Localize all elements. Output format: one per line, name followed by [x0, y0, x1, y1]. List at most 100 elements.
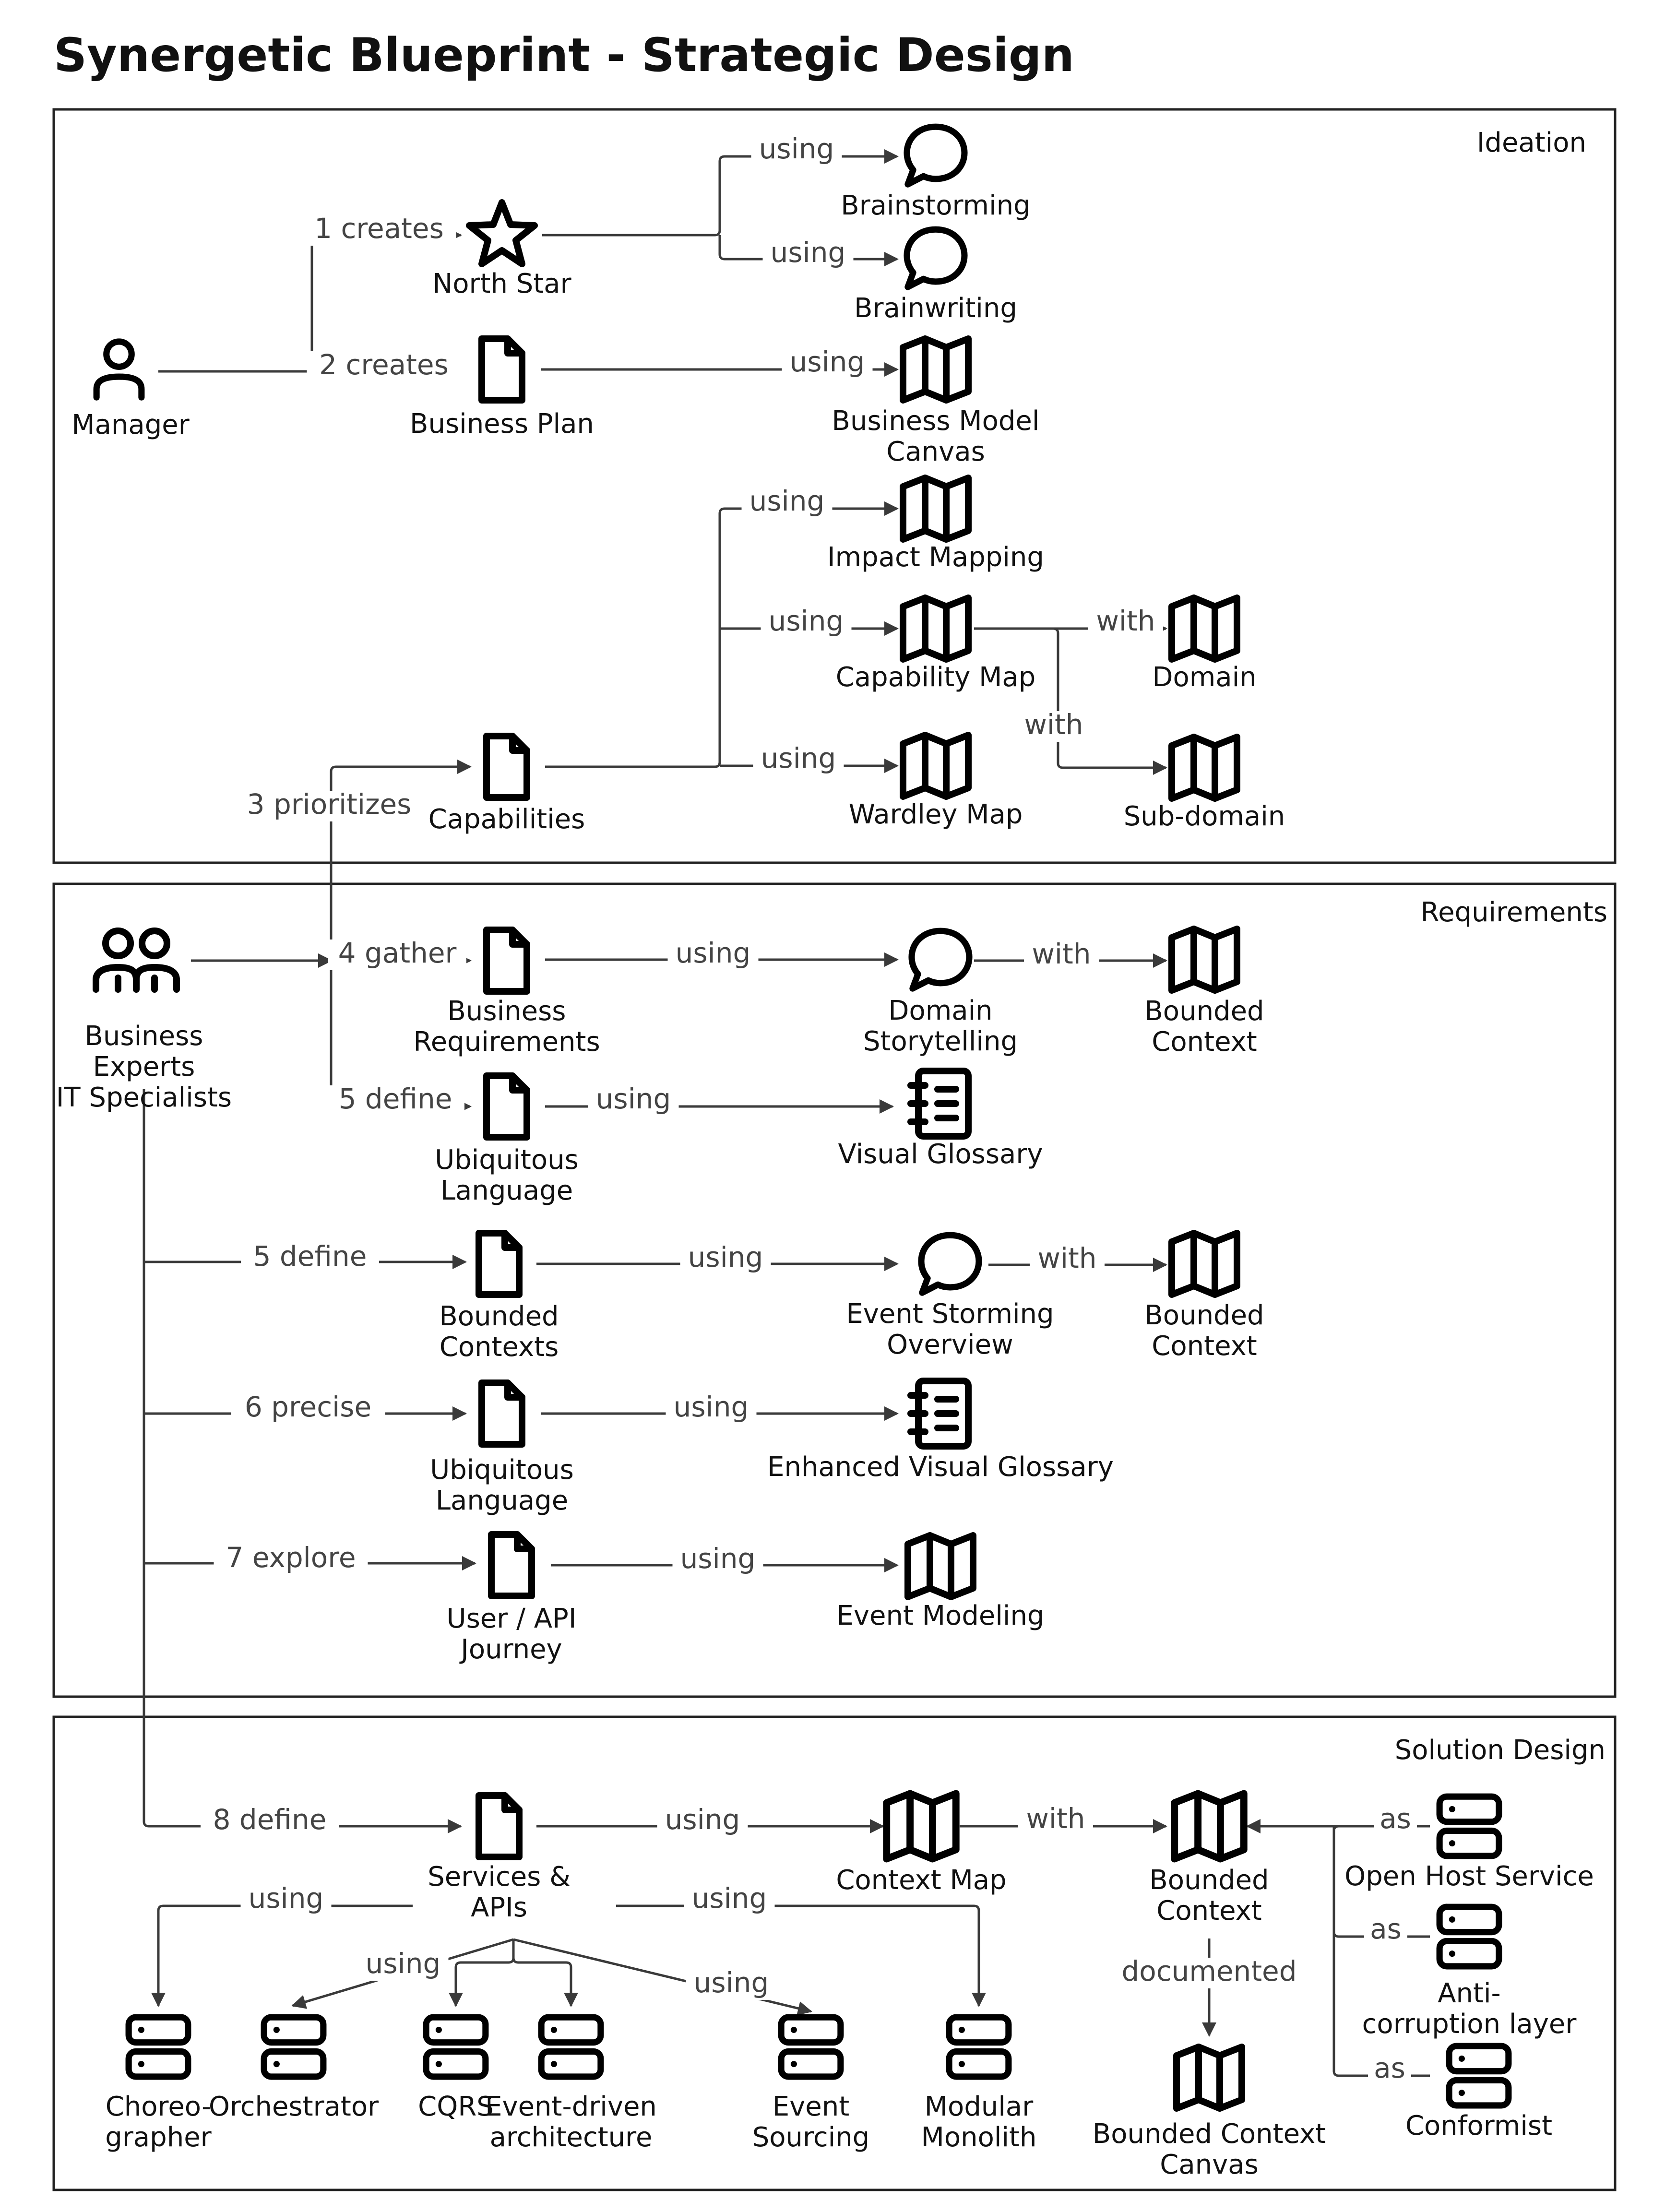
node-label-business-requirements: Requirements [413, 1026, 600, 1058]
map-icon [1172, 737, 1237, 798]
server-icon [1439, 1796, 1499, 1856]
node-label-ubiquitous-language-2: Language [436, 1485, 568, 1516]
node-label-orchestrator: Orchestrator [209, 2091, 379, 2122]
node-label-services-apis: Services & [428, 1861, 571, 1892]
node-label-ubiquitous-language-1: Ubiquitous [435, 1144, 579, 1176]
edge-label-bg [1030, 1245, 1105, 1275]
document-icon [482, 339, 522, 400]
node-label-subdomain: Sub-domain [1124, 801, 1285, 832]
edge-label-using: using [665, 1803, 740, 1836]
edge-label-precise-6: 6 precise [245, 1391, 371, 1423]
section-title-requirements: Requirements [1421, 897, 1607, 928]
node-label-anti-corruption: corruption layer [1362, 2009, 1577, 2040]
edge-label-define-8: 8 define [213, 1803, 327, 1836]
node-label-ubiquitous-language-1: Language [440, 1175, 573, 1206]
node-label-bounded-context-1: Context [1152, 1026, 1257, 1058]
node-label-bmc: Canvas [886, 436, 985, 467]
section-requirements [52, 882, 1617, 1698]
edge-label-bg [220, 791, 438, 821]
edge-label-using: using [596, 1082, 671, 1115]
node-label-enhanced-glossary: Enhanced Visual Glossary [767, 1451, 1114, 1483]
node-label-event-sourcing: Sourcing [752, 2122, 869, 2153]
node-label-event-storming: Overview [887, 1329, 1013, 1360]
edge-label-using: using [790, 345, 865, 378]
edge-label-using: using [692, 1882, 767, 1915]
edge-label-using: using [694, 1966, 769, 1999]
chat-bubble-icon [912, 931, 969, 988]
node-label-user-api-journey: User / API [447, 1603, 577, 1634]
server-icon [541, 2017, 601, 2077]
edge-label-bg [240, 1885, 332, 1915]
edge-label-bg [751, 135, 842, 166]
node-label-choreographer: Choreo- [106, 2091, 212, 2122]
edge-label-bg [741, 488, 832, 518]
map-icon [1172, 929, 1237, 990]
connector [1332, 1826, 1430, 2077]
edge-label-using: using [680, 1542, 756, 1575]
edge-label-using: using [759, 132, 834, 165]
node-label-bounded-context-2: Context [1152, 1331, 1257, 1362]
node-label-open-host: Open Host Service [1344, 1861, 1594, 1892]
node-label-modular-monolith: Monolith [921, 2122, 1037, 2153]
section-title-ideation: Ideation [1477, 127, 1586, 158]
edge-label-bg [680, 1244, 771, 1274]
edge-label-bg [753, 745, 844, 775]
edge-label-bg [307, 351, 461, 382]
connector [542, 149, 899, 237]
edge-label-bg [357, 1950, 449, 1981]
section-solution-design [52, 1715, 1617, 2191]
server-icon [1449, 2046, 1509, 2105]
edge-label-bg [201, 1806, 339, 1837]
edge-label-using: using [771, 236, 846, 269]
edge-label-documented: documented [1121, 1955, 1296, 1987]
connector [718, 235, 899, 266]
node-label-choreographer: grapher [105, 2122, 212, 2153]
edge-label-with: with [1096, 605, 1155, 637]
edge-label-bg [672, 1545, 763, 1576]
edge-label-bg [761, 607, 852, 638]
document-icon [487, 736, 527, 797]
document-icon [479, 1796, 519, 1857]
map-icon [903, 339, 968, 400]
edge-label-using: using [769, 605, 844, 637]
edge-label-bg [214, 1544, 368, 1575]
node-label-event-sourcing: Event [773, 2091, 849, 2122]
edge-label-define-5a: 5 define [339, 1082, 452, 1115]
connector [1048, 627, 1167, 775]
node-label-domain-storytelling: Storytelling [863, 1026, 1018, 1057]
connector [151, 1904, 413, 2007]
notebook-icon [911, 1381, 968, 1446]
edge-label-bg [231, 1393, 385, 1424]
server-icon [949, 2017, 1009, 2077]
edge-label-with: with [1032, 938, 1091, 970]
node-label-event-driven: architecture [490, 2122, 653, 2153]
node-label-user-api-journey: Journey [459, 1634, 562, 1665]
edge-label-bg [782, 348, 873, 379]
section-ideation [52, 108, 1617, 864]
map-icon [903, 735, 968, 797]
connector [330, 760, 472, 961]
node-label-north-star: North Star [432, 268, 571, 299]
map-icon [1175, 1794, 1244, 1859]
node-label-capability-map: Capability Map [836, 662, 1036, 693]
edge-label-bg [1124, 1958, 1294, 1988]
connector [512, 1957, 578, 2007]
server-icon [264, 2017, 323, 2077]
edge-label-define-5b: 5 define [253, 1240, 367, 1272]
node-label-domain-storytelling: Domain [888, 995, 992, 1026]
node-label-event-driven: Event-driven [485, 2091, 657, 2122]
actor-experts-label: Experts [93, 1051, 195, 1082]
node-label-bounded-context-2: Bounded [1144, 1300, 1264, 1331]
edge-label-using: using [749, 485, 825, 517]
edge-label-prioritizes-3: 3 prioritizes [247, 788, 412, 821]
server-icon [426, 2017, 486, 2077]
edge-label-creates-2: 2 creates [319, 348, 449, 381]
section-title-solution: Solution Design [1395, 1735, 1606, 1766]
edge-label-creates-1: 1 creates [314, 212, 444, 245]
edge-label-bg [762, 239, 854, 270]
edge-label-as: as [1370, 1913, 1402, 1945]
node-label-business-requirements: Business [448, 996, 566, 1027]
node-label-impact-mapping: Impact Mapping [827, 542, 1044, 573]
node-label-capabilities: Capabilities [428, 804, 585, 835]
